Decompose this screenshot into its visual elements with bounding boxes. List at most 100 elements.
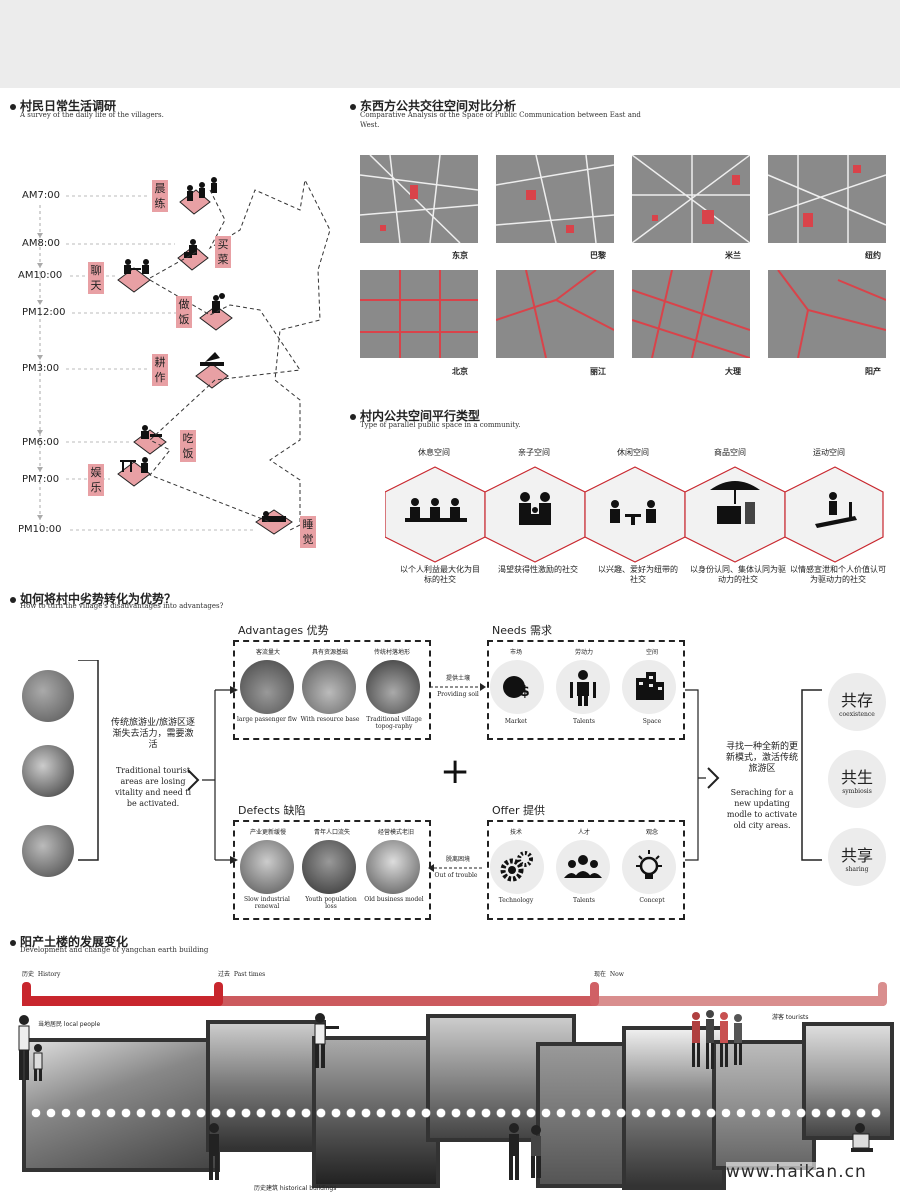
offer-cn: 观念: [645, 829, 658, 836]
defect-en: Old business model: [364, 896, 424, 903]
activity-tag: 睡觉: [300, 516, 316, 548]
space-type-caption: 以个人利益最大化为目标的社交: [400, 565, 480, 584]
outcome-cn: 共存: [840, 691, 873, 710]
dot: [871, 1108, 881, 1118]
needs-title: Needs 需求: [492, 624, 552, 637]
section5-title: 阳产土楼的发展变化: [10, 933, 128, 950]
top-band: [0, 0, 900, 88]
timeline-label: 历史 History: [22, 971, 61, 978]
defect-photo: [240, 840, 294, 894]
historic-photo: [802, 1022, 894, 1140]
problem-text-cn: 传统旅游业/旅游区逐渐失去活力，需要激活: [110, 718, 196, 750]
dot: [211, 1108, 221, 1118]
dot: [661, 1108, 671, 1118]
section2-subtitle: Comparative Analysis of the Space of Pub…: [360, 111, 641, 129]
city-map: [632, 270, 750, 358]
activity-tag: 晨练: [152, 180, 168, 212]
tourists-label: 游客 tourists: [772, 1014, 809, 1021]
dot: [241, 1108, 251, 1118]
advantage-en: Traditional village topog-raphy: [366, 716, 422, 730]
section1-title: 村民日常生活调研: [10, 97, 116, 114]
time-label: AM8:00: [22, 238, 60, 249]
dot: [331, 1108, 341, 1118]
historic-photo: [22, 1038, 220, 1172]
dot: [196, 1108, 206, 1118]
plus-sign: +: [440, 751, 471, 792]
village-photo: [22, 825, 74, 877]
dot: [226, 1108, 236, 1118]
need-en: Market: [504, 718, 528, 725]
historic-photo: [712, 1040, 816, 1170]
dot: [166, 1108, 176, 1118]
dot: [586, 1108, 596, 1118]
building-icon: [622, 660, 676, 714]
map-label: 米兰: [725, 251, 741, 260]
map-label: 阳产: [865, 367, 881, 376]
lightbulb-icon: [622, 840, 676, 894]
time-label: PM3:00: [22, 363, 60, 374]
offer-cn: 人才: [577, 829, 590, 836]
village-photo: [22, 670, 74, 722]
dot: [616, 1108, 626, 1118]
section4-subtitle: How to turn the village's disadvantages …: [20, 602, 224, 610]
arrow: [428, 864, 484, 872]
map-label: 大理: [725, 367, 741, 376]
offer-cn: 技术: [509, 829, 522, 836]
historic-photo: [206, 1020, 326, 1152]
person-figure: [314, 1013, 339, 1068]
dot: [556, 1108, 566, 1118]
map-label: 北京: [452, 367, 468, 376]
need-cn: 空间: [645, 649, 658, 656]
city-map: [360, 270, 478, 358]
advantage-photo: [240, 660, 294, 714]
defect-cn: 青年人口流失: [313, 829, 350, 836]
dot: [91, 1108, 101, 1118]
defect-en: Slow industrial renewal: [244, 896, 290, 910]
daily-life-diagram: [37, 177, 331, 535]
space-type-label: 休闲空间: [617, 448, 649, 457]
dot: [46, 1108, 56, 1118]
section5-subtitle: Development and change of yangchan earth…: [20, 946, 209, 954]
map-label: 丽江: [590, 367, 606, 376]
dot: [571, 1108, 581, 1118]
need-en: Space: [642, 718, 662, 725]
dot: [811, 1108, 821, 1118]
offer-title: Offer 提供: [492, 804, 546, 817]
activity-tag: 吃饭: [180, 430, 196, 462]
need-cn: 市场: [509, 649, 522, 656]
arrow-label-en: Providing soil: [437, 691, 479, 698]
advantage-cn: 具有资源基础: [311, 649, 348, 656]
space-type-label: 休息空间: [418, 448, 450, 457]
time-label: AM7:00: [22, 190, 60, 201]
dot: [151, 1108, 161, 1118]
dot: [691, 1108, 701, 1118]
space-type-label: 亲子空间: [518, 448, 550, 457]
section2-title: 东西方公共交往空间对比分析: [350, 97, 516, 114]
dot: [286, 1108, 296, 1118]
outcome-en: coexistence: [839, 711, 875, 718]
time-label: PM7:00: [22, 474, 60, 485]
village-photo: [22, 745, 74, 797]
advantages-title: Advantages 优势: [238, 624, 329, 637]
arrow: [430, 683, 486, 691]
defects-box: [233, 820, 431, 920]
dot: [646, 1108, 656, 1118]
space-type-caption: 以兴趣、爱好为纽带的社交: [598, 565, 678, 584]
advantage-photo: [302, 660, 356, 714]
space-type-caption: 以身份认同、集体认同为驱动力的社交: [690, 565, 786, 584]
city-map: [496, 270, 614, 358]
right-brackets: [685, 689, 822, 861]
dot: [376, 1108, 386, 1118]
section3-title: 村内公共空间平行类型: [350, 407, 480, 424]
space-type-caption: 渴望获得性激励的社交: [498, 565, 578, 574]
dot: [721, 1108, 731, 1118]
dot: [751, 1108, 761, 1118]
city-map: [768, 155, 886, 243]
development-timeline: [22, 982, 887, 1006]
outcome-circle: 共存 coexistence: [828, 673, 886, 731]
time-label: PM12:00: [22, 307, 66, 318]
watermark: www.haikan.cn: [726, 1162, 867, 1182]
city-map: [360, 155, 478, 243]
dot: [256, 1108, 266, 1118]
outcome-circle: 共享 sharing: [828, 828, 886, 886]
